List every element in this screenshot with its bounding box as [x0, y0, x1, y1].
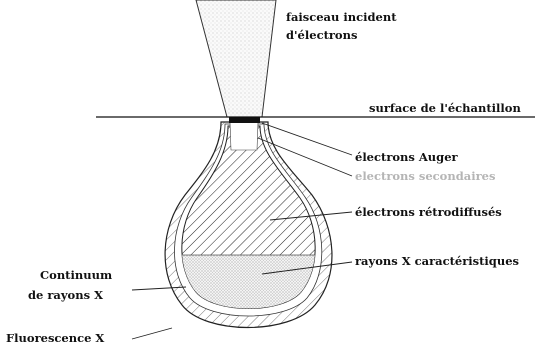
surface-label: surface de l'échantillon	[369, 101, 521, 115]
auger-zone	[229, 117, 260, 123]
secondary-electron-zone	[230, 122, 258, 150]
incident-beam	[196, 0, 276, 117]
secondary-label: electrons secondaires	[355, 169, 495, 183]
beam-label-line1: faisceau incident	[286, 10, 397, 24]
leader-fluorescence	[132, 328, 172, 339]
fluorescence-label: Fluorescence X	[6, 331, 104, 345]
continuum-label-line2: de rayons X	[28, 288, 103, 302]
backscattered-label: électrons rétrodiffusés	[355, 205, 502, 219]
auger-label: électrons Auger	[355, 150, 458, 164]
continuum-label-line1: Continuum	[40, 268, 112, 282]
xray-char-label: rayons X caractéristiques	[355, 254, 519, 268]
beam-label-line2: d'électrons	[286, 28, 357, 42]
